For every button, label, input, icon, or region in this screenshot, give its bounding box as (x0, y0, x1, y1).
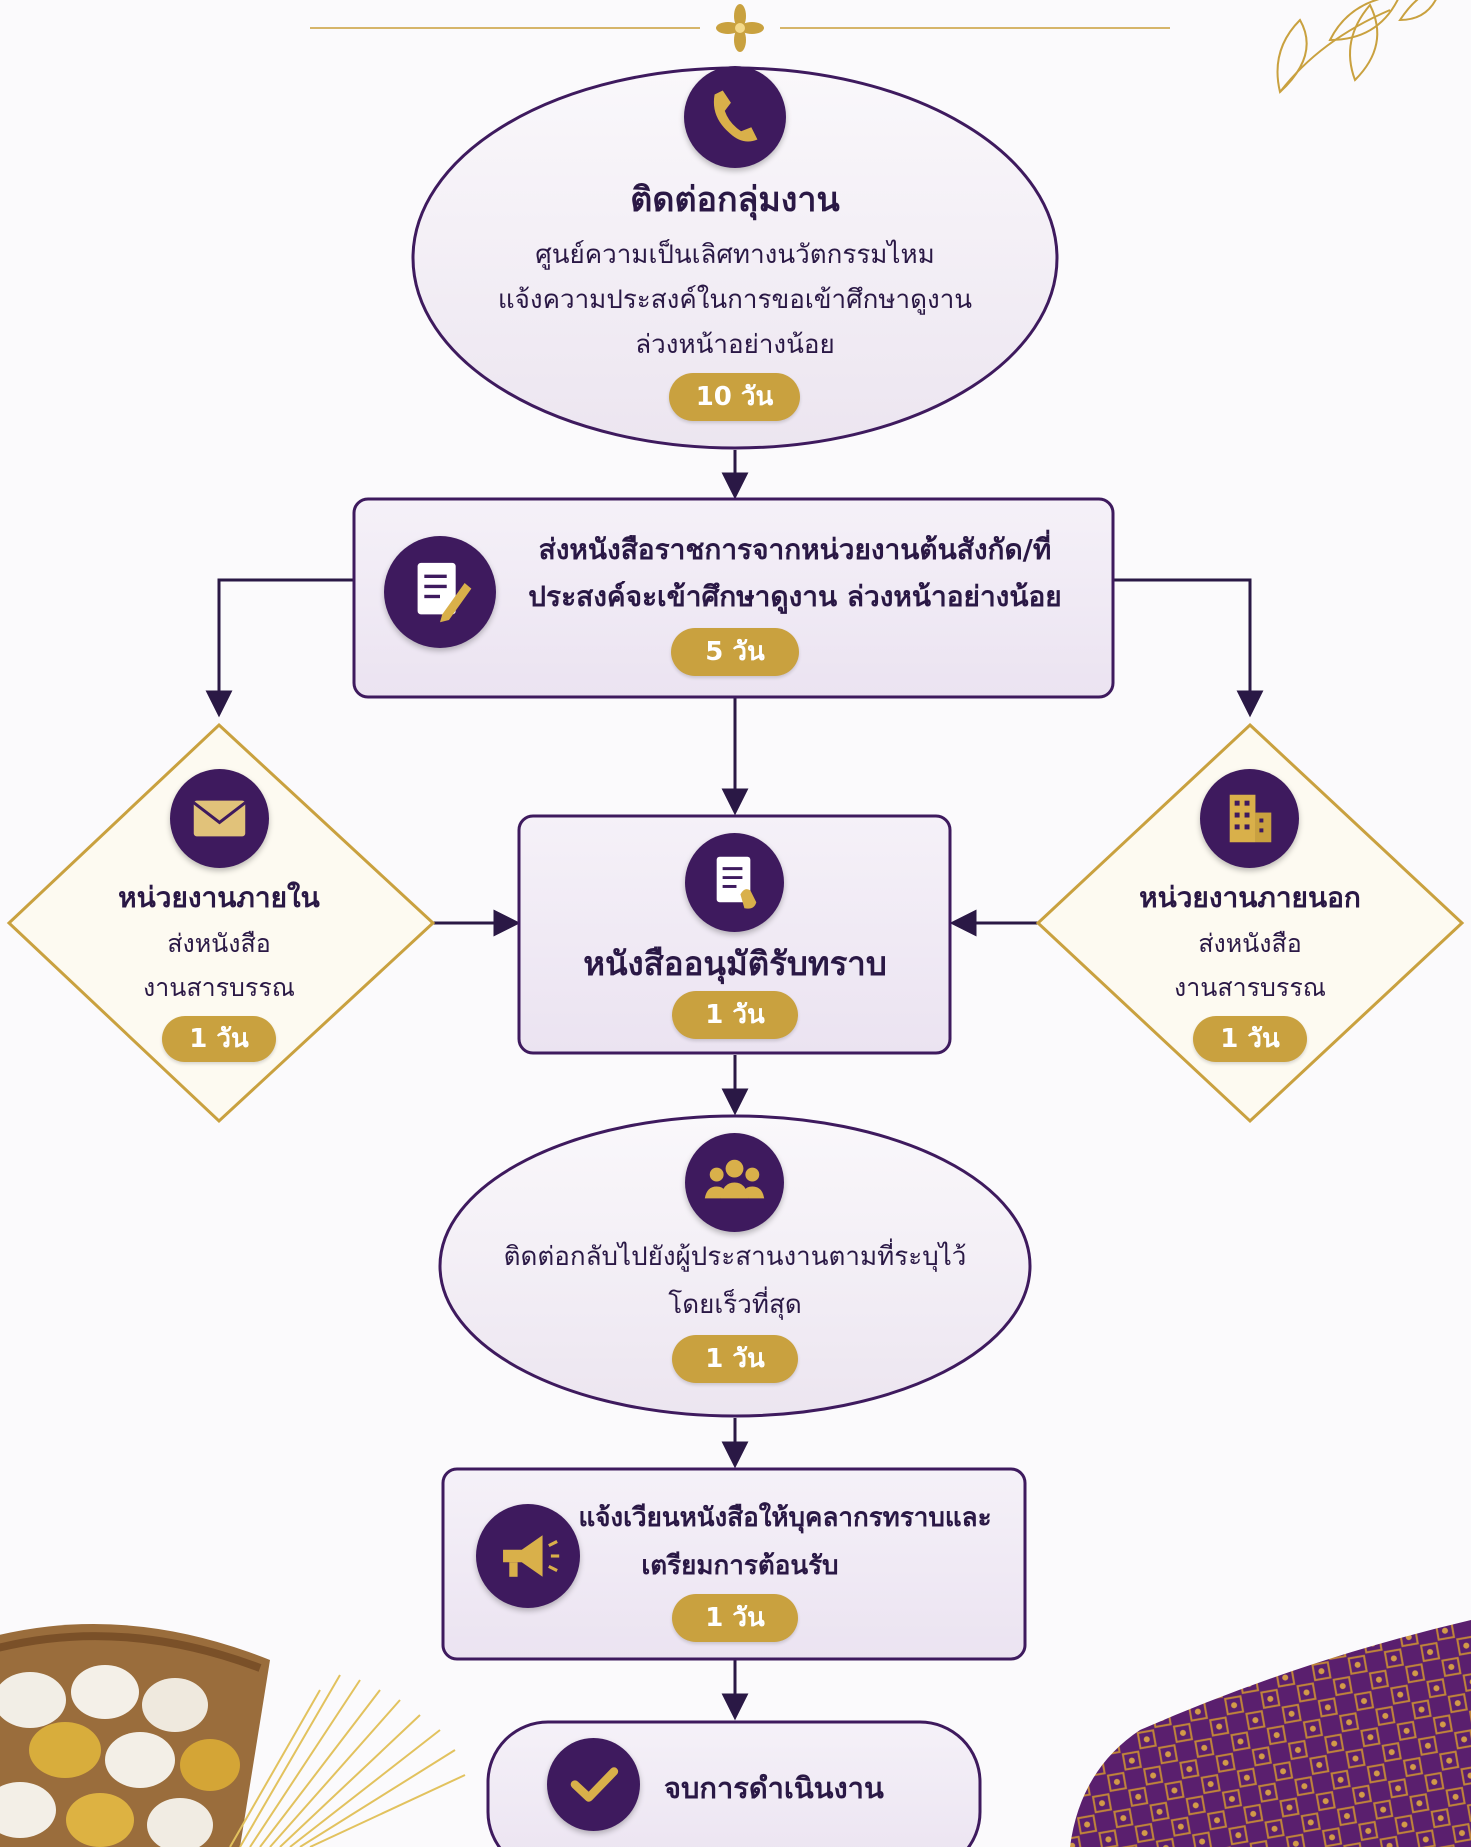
internal-unit-line1: ส่งหนังสือ (167, 929, 271, 958)
contact-line1: ศูนย์ความเป็นเลิศทางนวัตกรรมไหม (535, 240, 935, 270)
contact-duration-badge: 10 วัน (669, 373, 800, 421)
circulate-duration-badge: 1 วัน (672, 1594, 798, 1642)
circulate-line2: เตรียมการต้อนรับ (641, 1551, 839, 1581)
approval-title: หนังสืออนุมัติรับทราบ (583, 944, 887, 983)
contact-back-ellipse (438, 1114, 1032, 1418)
official-letter-line1: ส่งหนังสือราชการจากหน่วยงานต้นสังกัด/ที่ (538, 533, 1052, 566)
official-letter-duration-badge: 5 วัน (671, 628, 799, 676)
leaf-decoration (1276, 0, 1437, 94)
circulate-line1: แจ้งเวียนหนังสือให้บุคลากรทราบและ (578, 1503, 992, 1533)
circulate-box (441, 1467, 1027, 1661)
phone-icon (684, 66, 786, 168)
approval-box (517, 814, 952, 1055)
silk-thread-decoration (229, 1674, 466, 1847)
contact-back-line1: ติดต่อกลับไปยังผู้ประสานงานตามที่ระบุไว้ (503, 1242, 967, 1272)
external-unit-line2: งานสารบรรณ (1174, 973, 1326, 1002)
approval-duration-badge: 1 วัน (672, 991, 798, 1039)
contact-back-line2: โดยเร็วที่สุด (668, 1290, 802, 1320)
silk-cloth-decoration (1070, 1620, 1471, 1847)
contact-title: ติดต่อกลุ่มงาน (630, 180, 840, 220)
contact-line2: แจ้งความประสงค์ในการขอเข้าศึกษาดูงาน (497, 285, 973, 315)
internal-unit-diamond (6, 722, 436, 1124)
megaphone-icon (476, 1504, 580, 1608)
internal-unit-line2: งานสารบรรณ (143, 973, 295, 1002)
official-letter-box (352, 497, 1115, 699)
people-icon (685, 1133, 784, 1232)
contact-back-duration-badge: 1 วัน (672, 1335, 798, 1383)
external-unit-duration-badge: 1 วัน (1193, 1016, 1307, 1062)
document-pen-icon (384, 536, 496, 648)
approval-document-icon (685, 833, 784, 932)
internal-unit-duration-badge: 1 วัน (162, 1016, 276, 1062)
external-unit-diamond (1035, 722, 1465, 1124)
external-unit-title: หน่วยงานภายนอก (1139, 881, 1361, 914)
external-unit-line1: ส่งหนังสือ (1198, 929, 1302, 958)
envelope-icon (170, 769, 269, 868)
check-icon (547, 1738, 640, 1831)
internal-unit-title: หน่วยงานภายใน (118, 881, 320, 914)
cocoon-basket-decoration (0, 1624, 270, 1847)
contact-line3: ล่วงหน้าอย่างน้อย (635, 330, 835, 360)
finish-label: จบการดำเนินงาน (664, 1771, 884, 1805)
top-ornament (310, 4, 1170, 52)
official-letter-line2: ประสงค์จะเข้าศึกษาดูงาน ล่วงหน้าอย่างน้อ… (528, 580, 1062, 613)
connectors (205, 450, 1264, 1721)
building-icon (1200, 769, 1299, 868)
